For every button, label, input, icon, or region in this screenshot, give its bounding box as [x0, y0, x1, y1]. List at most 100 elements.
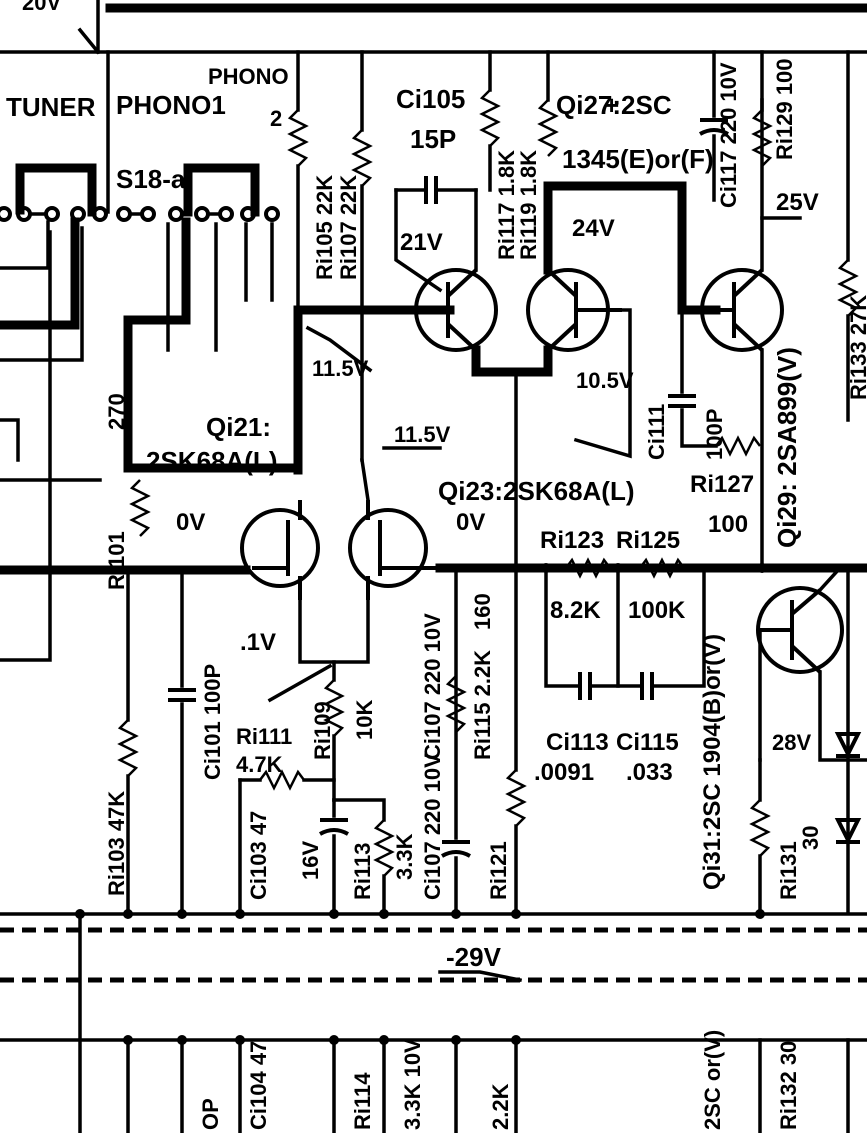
capacitor-ci115: [640, 566, 706, 700]
ci107-value: Ci107 220 10V: [420, 613, 445, 760]
ri103-label: Ri103 47K: [104, 791, 129, 896]
ri101-name: Ri101: [104, 531, 129, 590]
capacitor-ci101: [168, 568, 196, 914]
capacitor-ci113: [578, 672, 644, 700]
transistor-qi27: [526, 268, 622, 352]
qi27-label-b: 1345(E)or(F): [562, 144, 714, 174]
transistor-qi23: [348, 500, 440, 600]
capacitor-ci105: [394, 176, 478, 204]
voltage-neg29v: -29V: [446, 942, 502, 972]
ri115-label: Ri115 2.2K: [470, 650, 495, 760]
ci105-name: Ci105: [396, 84, 465, 114]
resistor-ri109: [323, 660, 345, 802]
voltage-11-5v-b: 11.5V: [394, 422, 451, 447]
ri127-value: 100: [708, 511, 748, 538]
voltage-10-5v: 10.5V: [576, 368, 634, 393]
ci103-label: Ci103 47: [246, 811, 271, 900]
phono1-label: PHONO1: [116, 90, 226, 120]
ri111-value: 4.7K: [236, 752, 283, 777]
voltage-0v-right: 0V: [456, 509, 485, 536]
switch-s18-label: S18-a: [116, 164, 186, 194]
ci115-name: Ci115: [616, 729, 679, 756]
lower-ri114-value: 3.3K 10V: [400, 1038, 425, 1130]
wire-source-tie: [298, 598, 370, 664]
capacitor-ci103: [319, 798, 349, 914]
top-rails: [0, 0, 867, 55]
phono2-label-top: PHONO: [208, 64, 289, 89]
ri115-value: 160: [470, 593, 495, 630]
ri101-value: 270: [104, 393, 129, 430]
resistor-ri125: [639, 557, 685, 579]
wire-qi27-base: [573, 308, 632, 459]
ri107-label: Ri107 22K: [336, 175, 361, 280]
voltage-11-5v-a: 11.5V: [312, 356, 369, 381]
ri123-value: 8.2K: [550, 597, 601, 624]
qi31-label: Qi31:2SC 1904(B)or(V): [699, 634, 726, 890]
wire-qi27-collector-to-qi29: [543, 181, 721, 315]
voltage-01v: .1V: [240, 629, 276, 656]
tuner-label: TUNER: [6, 92, 96, 122]
lower-ri122-value: 2.2K: [488, 1083, 513, 1130]
qi29-label: Qi29: 2SA899(V): [772, 347, 802, 548]
lower-op-label: OP: [198, 1098, 223, 1130]
qi21-label-a: Qi21:: [206, 412, 271, 442]
diode-pair: [834, 566, 862, 914]
resistor-ri113: [332, 798, 395, 914]
voltage-25v: 25V: [776, 189, 819, 216]
voltage-21v: 21V: [400, 229, 443, 256]
resistor-ri115: [445, 675, 467, 733]
ri125-value: 100K: [628, 597, 686, 624]
voltage-16v: 16V: [298, 841, 323, 880]
qi21-label-b: 2SK68A(L): [146, 446, 277, 476]
ci101-label: Ci101 100P: [200, 664, 225, 780]
resistor-ri119: [537, 50, 559, 275]
lower-ri132-label: Ri132 30: [776, 1041, 801, 1130]
qi27-label-a: Qi27:2SC: [556, 90, 672, 120]
ri133-label: Ri133 27K: [846, 295, 867, 400]
resistor-ri131: [749, 758, 771, 914]
resistor-ri123: [565, 557, 611, 579]
resistor-ri129: [751, 98, 773, 167]
ci115-value: .033: [626, 759, 673, 786]
ci105-value: 15P: [410, 124, 456, 154]
ci113-name: Ci113: [546, 729, 609, 756]
phono2-label-bottom: 2: [270, 106, 282, 131]
ri131-name: Ri131: [776, 841, 801, 900]
wire-ci113-left: [544, 566, 582, 688]
resistor-ri101: [129, 479, 151, 537]
resistor-ri107: [351, 50, 373, 462]
ci111-name: Ci111: [644, 404, 669, 460]
voltage-24v: 24V: [572, 215, 615, 242]
lower-ri114-name: Ri114: [350, 1072, 375, 1130]
ri113-value: 3.3K: [392, 833, 417, 880]
input-selector-switch: [0, 50, 280, 662]
ci111-value: 100P: [702, 409, 727, 460]
resistor-ri105: [287, 50, 309, 312]
arrow-01v: [267, 663, 333, 703]
voltage-28v: 28V: [772, 730, 811, 755]
transistor-qi31: [756, 586, 844, 674]
resistor-ri103: [117, 568, 139, 914]
capacitor-ci107: [441, 566, 471, 914]
arrow-115v-left: [305, 325, 373, 373]
capacitor-ci111: [668, 308, 718, 448]
ri125-name: Ri125: [616, 527, 680, 554]
ri121-label: Ri121: [486, 841, 511, 900]
ri123-name: Ri123: [540, 527, 604, 554]
ri109-value: 10K: [352, 700, 377, 740]
ri127-name: Ri127: [690, 471, 754, 498]
wire-qi31-emitter: [818, 670, 867, 762]
ri105-label: Ri105 22K: [312, 175, 337, 280]
transistor-qi25: [414, 268, 498, 352]
negative-supply-rails: [0, 909, 867, 1133]
voltage-0v-left: 0V: [176, 509, 205, 536]
resistor-ri117: [474, 50, 501, 272]
ri111-name: Ri111: [236, 724, 292, 749]
ci117-label: Ci117 220 10V: [716, 62, 741, 208]
ci107-name: Ci107 220 10V: [420, 753, 445, 900]
resistor-ri133: [837, 50, 859, 422]
ri109-name: Ri109: [310, 701, 335, 760]
lower-ci104-label: Ci104 47: [246, 1041, 271, 1130]
ri117-label: Ri117 1.8K: [494, 150, 519, 260]
